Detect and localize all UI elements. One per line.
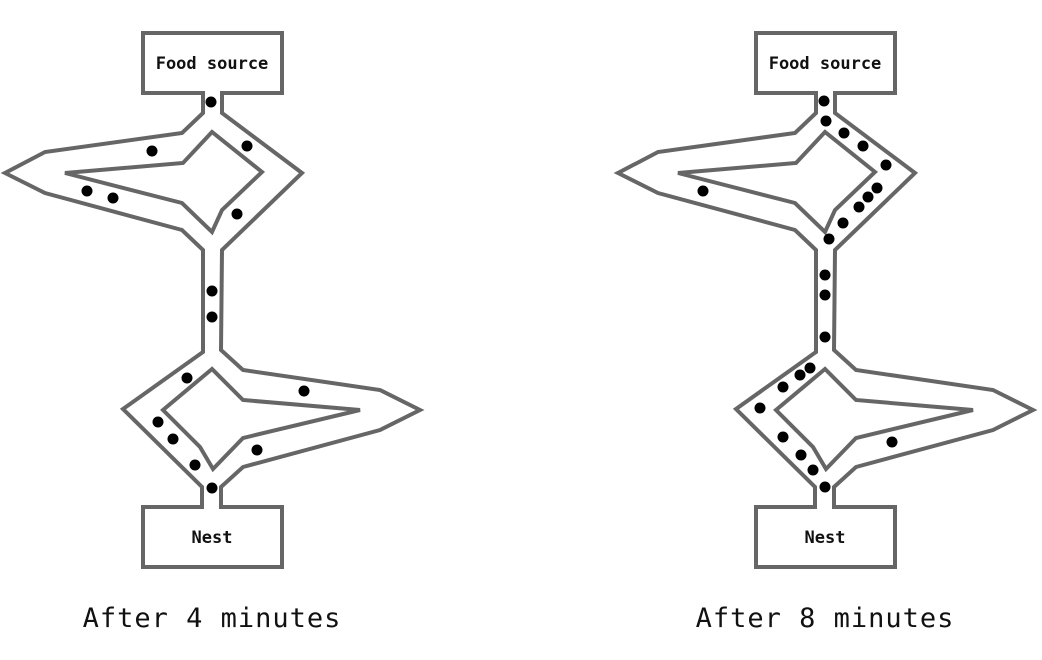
ant-dot: [146, 145, 158, 157]
ant-dot: [251, 444, 263, 456]
ant-dot: [754, 402, 766, 414]
panel-after-4-minutes: Food source Nest After 4 minutes: [0, 31, 425, 634]
ant-dot: [804, 362, 816, 374]
ant-dot: [857, 140, 869, 152]
caption: After 4 minutes: [83, 603, 342, 634]
ant-dot: [152, 416, 164, 428]
ant-dot: [818, 95, 830, 107]
nest-label: Nest: [805, 528, 846, 548]
ant-dot: [819, 269, 831, 281]
nest-opening: [204, 504, 219, 510]
nest-box: [141, 505, 284, 569]
upper-island: [64, 129, 266, 236]
ant-dot: [81, 185, 93, 197]
ant-dot: [838, 127, 850, 139]
ant-dot: [167, 433, 179, 445]
ant-dot: [819, 289, 831, 301]
nest-opening: [817, 504, 832, 510]
ant-dot: [777, 381, 789, 393]
lower-island: [773, 366, 974, 473]
ant-dot: [206, 482, 218, 494]
ant-dot: [823, 233, 835, 245]
ant-dot: [206, 311, 218, 323]
ant-dot: [241, 140, 253, 152]
ant-dot: [871, 182, 883, 194]
food-source-label: Food source: [769, 54, 882, 74]
ant-dot: [298, 385, 310, 397]
food-opening: [205, 90, 220, 96]
ant-dot: [886, 436, 898, 448]
nest-label: Nest: [192, 528, 233, 548]
ant-dot: [205, 96, 217, 108]
ant-dot: [880, 159, 892, 171]
ant-dot: [853, 201, 865, 213]
food-opening: [818, 90, 833, 96]
ant-dot: [107, 192, 119, 204]
ant-dot: [181, 372, 193, 384]
ant-dot: [807, 464, 819, 476]
ant-dot: [820, 115, 832, 127]
ant-dot: [862, 191, 874, 203]
panel-after-8-minutes: Food source Nest After 8 minutes: [613, 31, 1038, 634]
ant-dot: [231, 208, 243, 220]
caption: After 8 minutes: [696, 603, 955, 634]
ant-dot: [206, 285, 218, 297]
upper-island: [677, 129, 879, 236]
ant-dot: [819, 481, 831, 493]
ant-dot: [794, 369, 806, 381]
ant-dot: [837, 217, 849, 229]
ant-dot: [189, 459, 201, 471]
ant-dot: [777, 431, 789, 443]
ant-dot: [819, 331, 831, 343]
lower-island: [160, 366, 361, 473]
ant-dot: [697, 185, 709, 197]
food-source-label: Food source: [156, 54, 269, 74]
ant-dot: [795, 449, 807, 461]
